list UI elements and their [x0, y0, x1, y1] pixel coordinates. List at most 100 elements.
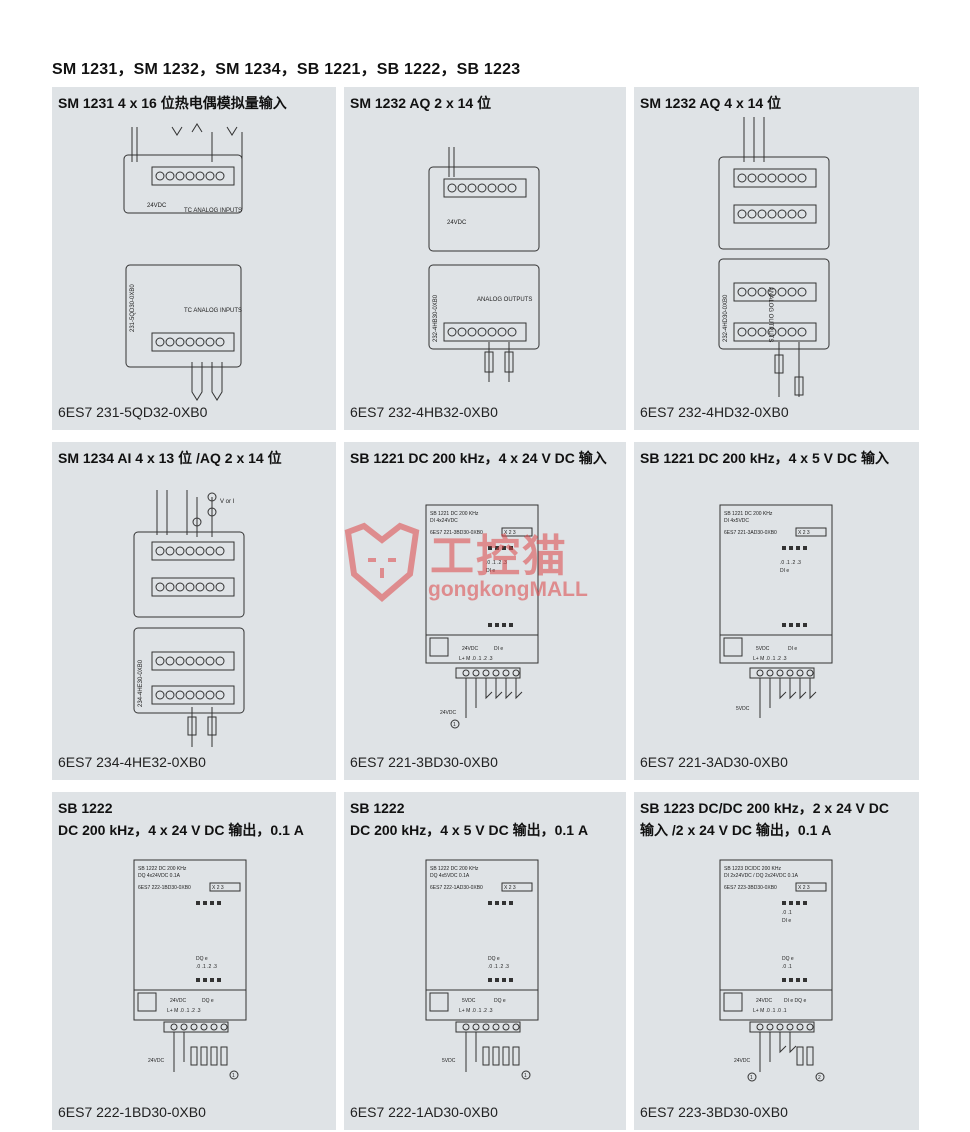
module-order: 6ES7 222-1BD30-0XB0	[138, 885, 191, 891]
power-label: 5VDC	[462, 998, 476, 1004]
module-name: SB 1223 DC/DC 200 KHz	[724, 866, 781, 872]
supply-label: 24VDC	[734, 1058, 751, 1064]
side-label: 231-5QD30-0XB0	[130, 284, 136, 332]
panel-sm1232-2: SM 1232 AQ 2 x 14 位 24VDC ANALOG OUTPUTS…	[344, 87, 626, 430]
module-diagram: ANALOG OUTPUTS 232-4HD30-0XB0	[718, 117, 830, 397]
module-name: SB 1221 DC 200 KHz	[430, 511, 479, 517]
dip-label: DI e	[494, 646, 503, 652]
inputs-label: TC ANALOG INPUTS	[184, 208, 242, 214]
dqe-label: DQ e	[782, 956, 794, 962]
slot-label: X 2 3	[798, 885, 810, 891]
module-order: 6ES7 221-3AD30-0XB0	[724, 530, 777, 536]
order-number: 6ES7 234-4HE32-0XB0	[58, 754, 206, 770]
order-number: 6ES7 223-3BD30-0XB0	[640, 1104, 788, 1120]
panel-title: SM 1234 AI 4 x 13 位 /AQ 2 x 14 位	[58, 450, 282, 466]
power-label: 5VDC	[756, 646, 770, 652]
dqe-label: DQ e	[488, 956, 500, 962]
panel-sm1234: SM 1234 AI 4 x 13 位 /AQ 2 x 14 位 V or I …	[52, 442, 336, 780]
module-name: SB 1222 DC 200 KHz	[430, 866, 479, 872]
dqp-label: DQ e	[202, 998, 214, 1004]
callout-1: 1	[453, 722, 456, 728]
page-title: SM 1231，SM 1232，SM 1234，SB 1221，SB 1222，…	[52, 61, 521, 78]
panel-title: SM 1231 4 x 16 位热电偶模拟量输入	[58, 95, 287, 111]
die-label: DI e	[780, 568, 789, 574]
pins-label: L+ M .0 .1 .2 .3	[459, 656, 493, 662]
callout-1: 1	[232, 1073, 235, 1079]
power-label: 24VDC	[147, 203, 167, 209]
module-order: 6ES7 222-1AD30-0XB0	[430, 885, 483, 891]
inputs-label-bottom: TC ANALOG INPUTS	[184, 308, 242, 314]
di-label: .0 .1	[782, 910, 792, 916]
module-diagram: V or I 234-4HE30-0XB0	[133, 490, 245, 747]
module-name: SB 1221 DC 200 KHz	[724, 511, 773, 517]
module-name: SB 1222 DC 200 KHz	[138, 866, 187, 872]
panel-subtitle: DC 200 kHz，4 x 24 V DC 输出，0.1 A	[58, 822, 304, 838]
callout-1: 1	[524, 1073, 527, 1079]
order-number: 6ES7 222-1BD30-0XB0	[58, 1104, 206, 1120]
panel-subtitle: 输入 /2 x 24 V DC 输出，0.1 A	[640, 822, 832, 838]
module-spec: DQ 4x24VDC 0.1A	[138, 873, 181, 879]
outputs-label: ANALOG OUTPUTS	[477, 297, 532, 303]
side-label: 234-4HE30-0XB0	[138, 659, 144, 707]
callout-2: 2	[818, 1075, 821, 1081]
callout-1: 1	[750, 1075, 753, 1081]
module-order: 6ES7 221-3BD30-0XB0	[430, 530, 483, 536]
module-spec: DI 2x24VDC / DQ 2x24VDC 0.1A	[724, 873, 799, 879]
pins-label: L+ M .0 .1 .2 .3	[459, 1008, 493, 1014]
power-label: 24VDC	[170, 998, 187, 1004]
pins-label: L+ M .0 .1 .0 .1	[753, 1008, 787, 1014]
side-label: 232-4HD30-0XB0	[723, 294, 729, 342]
module-diagram: SB 1222 DC 200 KHz DQ 4x5VDC 0.1A 6ES7 2…	[425, 859, 539, 1080]
module-spec: DQ 4x5VDC 0.1A	[430, 873, 470, 879]
panel-title: SM 1232 AQ 2 x 14 位	[350, 95, 492, 111]
module-order: 6ES7 223-3BD30-0XB0	[724, 885, 777, 891]
slot-label: X 2 3	[504, 530, 516, 536]
module-diagram: 24VDC ANALOG OUTPUTS 232-4HB30-0XB0	[428, 147, 540, 382]
dqe-label: DQ e	[196, 956, 208, 962]
module-diagram: SB 1223 DC/DC 200 KHz DI 2x24VDC / DQ 2x…	[719, 859, 833, 1082]
panel-sb1221-5v: SB 1221 DC 200 kHz，4 x 5 V DC 输入 SB 1221…	[634, 442, 919, 780]
vi-label: V or I	[220, 499, 235, 505]
slot-label: X 2 3	[212, 885, 224, 891]
die-label: DI e	[782, 918, 791, 924]
module-spec: DI 4x24VDC	[430, 518, 458, 524]
panel-title: SB 1222	[350, 800, 405, 816]
dqp-label: DQ e	[494, 998, 506, 1004]
slot-label: X 2 3	[798, 530, 810, 536]
supply-label: 24VDC	[440, 710, 457, 716]
module-diagram: SB 1221 DC 200 KHz DI 4x5VDC 6ES7 221-3A…	[719, 504, 833, 718]
module-spec: DI 4x5VDC	[724, 518, 749, 524]
module-diagram: SB 1222 DC 200 KHz DQ 4x24VDC 0.1A 6ES7 …	[133, 859, 247, 1080]
power-label: 24VDC	[447, 220, 467, 226]
panel-title: SB 1221 DC 200 kHz，4 x 5 V DC 输入	[640, 450, 889, 466]
order-number: 6ES7 222-1AD30-0XB0	[350, 1104, 498, 1120]
slot-label: X 2 3	[504, 885, 516, 891]
panel-sm1232-4: SM 1232 AQ 4 x 14 位 ANALOG OUTPUTS 232-4…	[634, 87, 919, 430]
power-label: 24VDC	[756, 998, 773, 1004]
panel-title: SB 1222	[58, 800, 113, 816]
dq-label: .0 .1	[782, 964, 792, 970]
panel-title: SB 1223 DC/DC 200 kHz，2 x 24 V DC	[640, 800, 889, 816]
supply-label: 5VDC	[442, 1058, 456, 1064]
panel-sb1222-24v: SB 1222 DC 200 kHz，4 x 24 V DC 输出，0.1 A …	[52, 792, 336, 1130]
order-number: 6ES7 232-4HB32-0XB0	[350, 404, 498, 420]
dq-label: .0 .1 .2 .3	[196, 964, 217, 970]
pins-label: L+ M .0 .1 .2 .3	[753, 656, 787, 662]
order-number: 6ES7 221-3AD30-0XB0	[640, 754, 788, 770]
dip-label: DI e DQ e	[784, 998, 806, 1004]
panel-title: SB 1221 DC 200 kHz，4 x 24 V DC 输入	[350, 450, 607, 466]
module-diagram: SB 1221 DC 200 KHz DI 4x24VDC 6ES7 221-3…	[425, 504, 539, 729]
panel-subtitle: DC 200 kHz，4 x 5 V DC 输出，0.1 A	[350, 822, 589, 838]
outputs-label: ANALOG OUTPUTS	[767, 287, 773, 342]
panel-title: SM 1232 AQ 4 x 14 位	[640, 95, 782, 111]
di-label: .0 .1 .2 .3	[780, 560, 801, 566]
module-diagram: 24VDC TC ANALOG INPUTS TC ANALOG INPUTS …	[123, 123, 243, 401]
dip-label: DI e	[788, 646, 797, 652]
panel-sb1223: SB 1223 DC/DC 200 kHz，2 x 24 V DC 输入 /2 …	[634, 792, 919, 1130]
panel-sm1231: SM 1231 4 x 16 位热电偶模拟量输入 24VDC TC ANALOG…	[52, 87, 336, 430]
panel-sb1222-5v: SB 1222 DC 200 kHz，4 x 5 V DC 输出，0.1 A S…	[344, 792, 626, 1130]
die-label: DI e	[486, 568, 495, 574]
di-label: .0 .1 .2 .3	[486, 560, 507, 566]
power-label: 24VDC	[462, 646, 479, 652]
pins-label: L+ M .0 .1 .2 .3	[167, 1008, 201, 1014]
